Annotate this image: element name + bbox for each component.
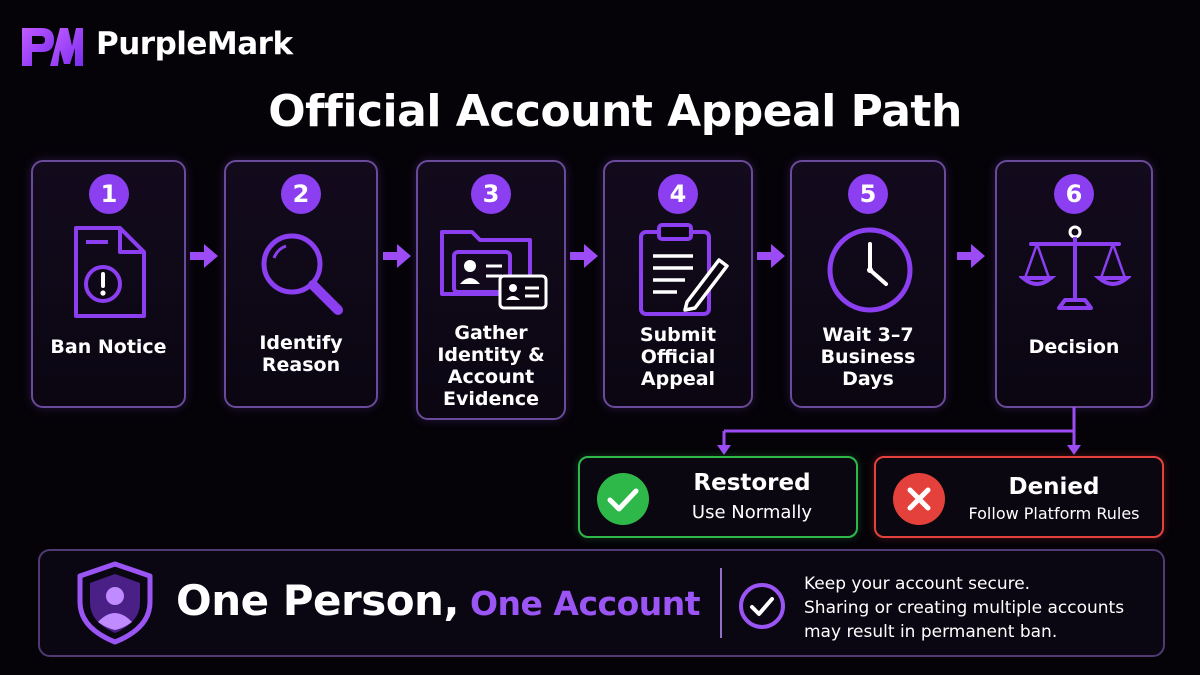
step-label: Decision (1028, 336, 1120, 358)
step-number-badge: 4 (658, 174, 698, 214)
step-label: Gather Identity & Account Evidence (437, 322, 545, 410)
outcome-denied: Denied Follow Platform Rules (874, 456, 1164, 538)
arrow-right-icon (190, 244, 218, 268)
note-line-3: may result in permanent ban. (804, 622, 1058, 642)
purplemark-logo-icon (22, 28, 83, 66)
step-card-3: 3 Gather Identity & Account Evidence (416, 160, 566, 420)
step-number-badge: 1 (89, 174, 129, 214)
outcome-subtitle: Follow Platform Rules (968, 504, 1140, 523)
policy-banner (38, 549, 1165, 657)
document-alert-icon (74, 226, 146, 318)
clipboard-pen-icon (639, 223, 729, 316)
shield-user-icon (77, 561, 153, 645)
outcome-title: Denied (1008, 474, 1100, 500)
folder-id-card-icon (440, 230, 548, 310)
step-label: Identify Reason (259, 332, 343, 376)
outcome-subtitle: Use Normally (691, 502, 813, 523)
check-circle-icon (597, 473, 649, 525)
security-note: Keep your account secure. Sharing or cre… (804, 572, 1124, 644)
step-card-5: 5 Wait 3–7 Business Days (790, 160, 946, 408)
decision-branch-connector (717, 407, 1081, 455)
brand-logo (20, 24, 84, 68)
step-label: Wait 3–7 Business Days (820, 324, 916, 390)
step-card-2: 2 Identify Reason (224, 160, 378, 408)
note-line-1: Keep your account secure. (804, 574, 1031, 594)
slogan-part2: One Account (470, 584, 701, 623)
note-line-2: Sharing or creating multiple accounts (804, 598, 1125, 618)
arrow-right-icon (570, 244, 598, 268)
step-card-4: 4 Submit Official Appeal (603, 160, 753, 408)
slogan-part1: One Person, (176, 576, 459, 625)
step-number-badge: 5 (848, 174, 888, 214)
page-title: Official Account Appeal Path (268, 86, 962, 137)
check-circle-outline-icon (739, 583, 785, 629)
step-label: Ban Notice (50, 336, 167, 358)
magnifier-icon (261, 233, 343, 315)
brand-name: PurpleMark (96, 26, 293, 62)
arrow-right-icon (957, 244, 985, 268)
outcome-restored: Restored Use Normally (578, 456, 858, 538)
step-number-badge: 6 (1054, 174, 1094, 214)
step-card-6: 6 Decision (995, 160, 1153, 408)
banner-divider (720, 568, 722, 638)
step-card-1: 1 Ban Notice (31, 160, 186, 408)
arrow-right-icon (383, 244, 411, 268)
scales-icon (1019, 225, 1131, 310)
step-number-badge: 2 (281, 174, 321, 214)
outcome-title: Restored (693, 470, 811, 496)
arrow-right-icon (757, 244, 785, 268)
step-label: Submit Official Appeal (639, 324, 717, 390)
x-circle-icon (893, 473, 945, 525)
clock-icon (827, 227, 913, 313)
step-number-badge: 3 (471, 174, 511, 214)
